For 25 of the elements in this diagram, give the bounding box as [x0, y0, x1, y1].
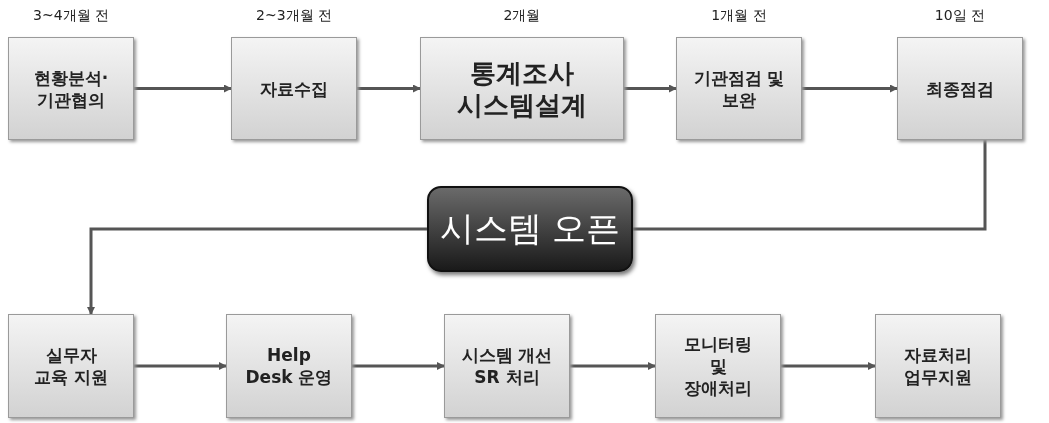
arrow	[570, 362, 656, 370]
process-box: 시스템 개선 SR 처리	[444, 314, 570, 418]
milestone-box: 시스템 오픈	[427, 186, 633, 272]
arrow	[134, 84, 232, 93]
arrow	[802, 84, 898, 93]
process-box: Help Desk 운영	[226, 314, 352, 418]
process-box: 현황분석· 기관협의	[8, 37, 134, 140]
time-label: 2~3개월 전	[256, 7, 332, 25]
process-box: 자료처리 업무지원	[875, 314, 1001, 418]
time-label: 1개월 전	[711, 7, 767, 25]
arrow	[352, 362, 445, 370]
process-box: 실무자 교육 지원	[8, 314, 134, 418]
process-box: 최종점검	[897, 37, 1023, 140]
process-box: 통계조사 시스템설계	[420, 37, 624, 140]
process-box: 자료수집	[231, 37, 357, 140]
arrow	[624, 84, 677, 93]
arrow	[357, 84, 421, 93]
time-label: 2개월	[503, 7, 541, 25]
process-box: 모니터링 및 장애처리	[655, 314, 781, 418]
arrow	[781, 362, 876, 370]
time-label: 3~4개월 전	[33, 7, 109, 25]
arrow	[87, 227, 427, 315]
process-box: 기관점검 및 보완	[676, 37, 802, 140]
time-label: 10일 전	[934, 7, 986, 25]
arrow	[134, 362, 227, 370]
